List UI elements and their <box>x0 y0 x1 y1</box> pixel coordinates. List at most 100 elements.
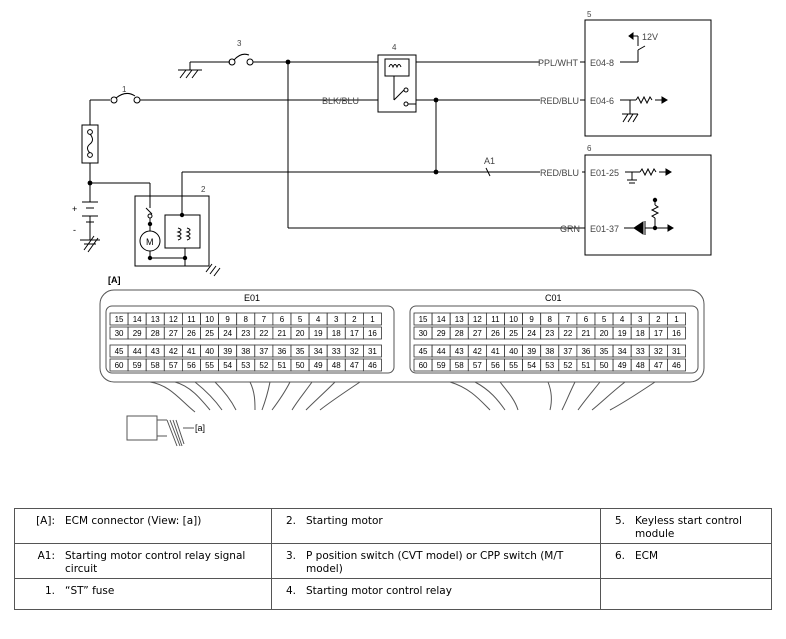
connector-pin-number: 10 <box>205 315 214 324</box>
circuit-a1-label: A1 <box>484 156 495 166</box>
legend-key: 4. <box>285 585 296 597</box>
connector-pin-number: 38 <box>241 347 250 356</box>
component-4-label: 4 <box>392 43 397 52</box>
connector-pin-number: 35 <box>600 347 609 356</box>
connector-pin-number: 35 <box>296 347 305 356</box>
connector-pin-number: 54 <box>223 361 232 370</box>
pin-e04-6: E04-6 <box>590 96 614 106</box>
legend-table: [A]:ECM connector (View: [a]) 2.Starting… <box>14 508 772 610</box>
connector-pin-number: 43 <box>151 347 160 356</box>
connector-pin-number: 9 <box>225 315 230 324</box>
connector-pin-number: 34 <box>618 347 627 356</box>
connector-pin-number: 47 <box>350 361 359 370</box>
connector-pin-number: 54 <box>527 361 536 370</box>
connector-pin-number: 53 <box>545 361 554 370</box>
legend-key: [A]: <box>36 515 55 527</box>
connector-pin-number: 33 <box>332 347 341 356</box>
connector-pin-number: 17 <box>654 329 663 338</box>
connector-pin-number: 12 <box>169 315 178 324</box>
connector-pin-cell <box>667 358 686 372</box>
connector-pin-number: 14 <box>133 315 142 324</box>
connector-pin-number: 53 <box>241 361 250 370</box>
legend-value: Starting motor control relay signal circ… <box>65 550 246 575</box>
connector-pin-number: 38 <box>545 347 554 356</box>
connector-pin-cell <box>667 326 686 340</box>
connector-pin-number: 16 <box>368 329 377 338</box>
connector-pin-number: 29 <box>133 329 142 338</box>
legend-row: 1.“ST” fuse 4.Starting motor control rel… <box>14 578 772 610</box>
wire-ppl-wht: PPL/WHT <box>538 58 579 68</box>
connector-pin-number: 44 <box>437 347 446 356</box>
connector-pin-number: 25 <box>205 329 214 338</box>
connector-pin-number: 51 <box>581 361 590 370</box>
connector-pin-number: 4 <box>316 315 321 324</box>
connector-pin-number: 42 <box>473 347 482 356</box>
connector-pin-number: 43 <box>455 347 464 356</box>
connector-pin-cell <box>362 312 382 326</box>
connector-pin-cell <box>362 358 382 372</box>
legend-value: “ST” fuse <box>65 585 115 597</box>
connector-pin-number: 4 <box>620 315 625 324</box>
legend-key <box>607 585 635 605</box>
connector-pin-number: 39 <box>223 347 232 356</box>
connector-pin-number: 39 <box>527 347 536 356</box>
connector-pin-number: 29 <box>437 329 446 338</box>
connector-pin-number: 15 <box>115 315 124 324</box>
connector-pin-number: 56 <box>491 361 500 370</box>
legend-value: Starting motor <box>306 515 383 527</box>
wire-blk-blu: BLK/BLU <box>322 96 359 106</box>
connector-pin-number: 24 <box>527 329 536 338</box>
wiring-diagram: 1 2 3 4 5 6 A1 [A] BLK/BLU PPL/WHT RED/B… <box>72 10 712 447</box>
connector-pin-number: 23 <box>241 329 250 338</box>
connector-pin-number: 19 <box>314 329 323 338</box>
connector-pin-number: 5 <box>602 315 607 324</box>
battery-plus: + <box>72 204 77 214</box>
connector-pin-number: 15 <box>419 315 428 324</box>
connector-pin-number: 20 <box>296 329 305 338</box>
pin-e04-8: E04-8 <box>590 58 614 68</box>
connector-pin-number: 30 <box>115 329 124 338</box>
connector-pin-number: 47 <box>654 361 663 370</box>
legend-value: ECM <box>635 550 659 562</box>
connector-pin-number: 58 <box>151 361 160 370</box>
connector-pin-number: 10 <box>509 315 518 324</box>
connector-pin-number: 11 <box>491 315 500 324</box>
motor-symbol: M <box>146 237 154 247</box>
connector-pin-number: 8 <box>548 315 553 324</box>
connector-pin-number: 12 <box>473 315 482 324</box>
connector-pin-number: 11 <box>187 315 196 324</box>
connector-pin-number: 50 <box>296 361 305 370</box>
connector-pin-number: 1 <box>674 315 679 324</box>
connector-pin-number: 48 <box>332 361 341 370</box>
connector-pin-number: 23 <box>545 329 554 338</box>
legend-key: A1: <box>37 550 55 562</box>
connector-pin-number: 21 <box>277 329 286 338</box>
connector-pin-number: 58 <box>455 361 464 370</box>
connector-pin-number: 26 <box>491 329 500 338</box>
connector-pin-number: 56 <box>187 361 196 370</box>
connector-pin-number: 18 <box>636 329 645 338</box>
connector-pin-number: 57 <box>473 361 482 370</box>
connector-pin-number: 45 <box>115 347 124 356</box>
connector-pin-number: 46 <box>368 361 377 370</box>
connector-pin-number: 41 <box>491 347 500 356</box>
legend-key: 3. <box>285 550 296 562</box>
voltage-12v: 12V <box>642 32 658 42</box>
connector-pin-number: 6 <box>280 315 285 324</box>
pin-e01-37: E01-37 <box>590 224 619 234</box>
connector-pin-number: 32 <box>654 347 663 356</box>
view-a-small-label: [a] <box>195 423 205 433</box>
connector-pin-number: 17 <box>350 329 359 338</box>
connector-pin-number: 6 <box>584 315 589 324</box>
connector-pin-number: 36 <box>581 347 590 356</box>
connector-pin-number: 25 <box>509 329 518 338</box>
connector-pin-number: 44 <box>133 347 142 356</box>
legend-key: 1. <box>44 585 55 597</box>
connector-pin-number: 3 <box>638 315 643 324</box>
connector-pin-number: 28 <box>455 329 464 338</box>
connector-pin-number: 1 <box>370 315 375 324</box>
connector-pin-number: 59 <box>437 361 446 370</box>
connector-pin-number: 55 <box>205 361 214 370</box>
connector-pin-number: 7 <box>262 315 267 324</box>
connector-pin-number: 31 <box>672 347 681 356</box>
